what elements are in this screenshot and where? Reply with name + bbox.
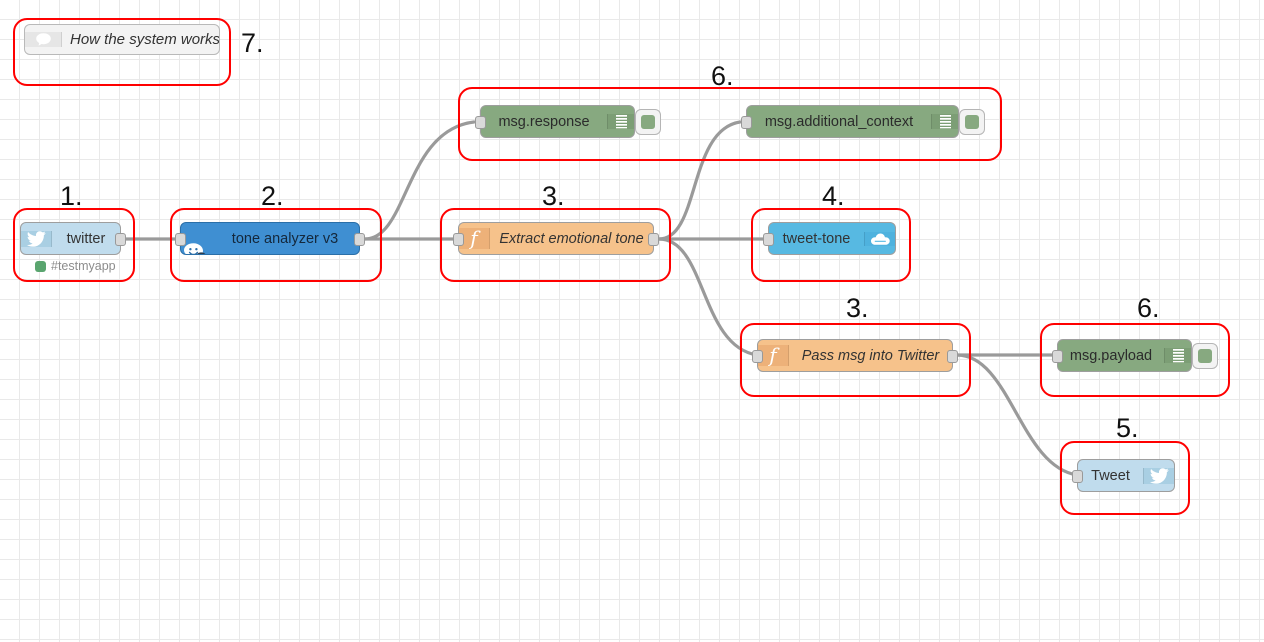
msg-additional-context-debug-input-port[interactable]	[741, 115, 752, 129]
annotation-box-debug-group	[458, 87, 1002, 161]
debug-icon	[607, 114, 634, 129]
msg-payload-debug-label: msg.payload	[1069, 347, 1153, 364]
cloud-icon	[864, 231, 895, 246]
tone-analyzer-node-label: tone analyzer v3	[231, 230, 339, 247]
msg-payload-debug-input-port[interactable]	[1052, 349, 1063, 363]
msg-additional-context-debug-node[interactable]: msg.additional_context	[741, 105, 985, 138]
twitter-in-output-port[interactable]	[115, 232, 126, 246]
annotation-number-6-group: 6.	[711, 61, 734, 91]
twitter-in-node[interactable]: twitter #testmyapp	[20, 222, 126, 273]
function-icon: f	[758, 345, 789, 366]
tone-analyzer-node[interactable]: tone analyzer v3	[175, 222, 365, 255]
pass-msg-into-twitter-node[interactable]: f Pass msg into Twitter	[752, 339, 958, 372]
annotation-number-7: 7.	[241, 28, 264, 58]
svg-text:f: f	[767, 345, 780, 366]
msg-response-debug-label: msg.response	[498, 113, 590, 130]
annotation-number-4: 4.	[822, 181, 845, 211]
twitter-in-status: #testmyapp	[35, 259, 116, 273]
debug-icon	[931, 114, 958, 129]
annotation-box-tweet-tone	[751, 208, 911, 282]
annotation-number-3a: 3.	[542, 181, 565, 211]
annotation-box-pass-msg	[740, 323, 971, 397]
annotation-box-twitter-in	[13, 208, 135, 282]
pass-msg-output-port[interactable]	[947, 349, 958, 363]
twitter-bird-icon	[1143, 467, 1174, 484]
status-dot	[35, 260, 46, 272]
msg-additional-context-debug-label: msg.additional_context	[764, 113, 914, 130]
tweet-out-node[interactable]: Tweet	[1072, 459, 1175, 492]
extract-emotional-tone-node[interactable]: f Extract emotional tone	[453, 222, 659, 255]
tone-analyzer-output-port[interactable]	[354, 232, 365, 246]
tweet-tone-node[interactable]: tweet-tone	[763, 222, 896, 255]
debug-toggle-indicator	[1198, 348, 1212, 363]
comment-bubble-icon	[25, 32, 62, 47]
twitter-in-status-text: #testmyapp	[51, 259, 116, 273]
comment-node-label: How the system works	[70, 31, 219, 48]
annotation-box-tone-analyzer	[170, 208, 382, 282]
msg-response-debug-input-port[interactable]	[475, 115, 486, 129]
function-icon: f	[459, 228, 490, 249]
msg-response-debug-node[interactable]: msg.response	[475, 105, 661, 138]
tone-analyzer-input-port[interactable]	[175, 232, 186, 246]
debug-toggle-button[interactable]	[959, 108, 985, 135]
pass-msg-into-twitter-label: Pass msg into Twitter	[801, 347, 940, 364]
annotation-box-comment	[13, 18, 231, 86]
tweet-tone-input-port[interactable]	[763, 232, 774, 246]
annotation-number-3b: 3.	[846, 293, 869, 323]
debug-toggle-indicator	[641, 114, 655, 129]
extract-emotional-tone-input-port[interactable]	[453, 232, 464, 246]
debug-toggle-indicator	[965, 114, 979, 129]
annotation-number-2: 2.	[261, 181, 284, 211]
twitter-bird-icon	[21, 230, 52, 247]
annotation-number-1: 1.	[60, 181, 83, 211]
tweet-out-node-label: Tweet	[1091, 467, 1130, 484]
debug-icon	[1164, 348, 1191, 363]
annotation-box-tweet-out	[1060, 441, 1190, 515]
tweet-tone-node-label: tweet-tone	[782, 230, 851, 247]
pass-msg-input-port[interactable]	[752, 349, 763, 363]
msg-payload-debug-node[interactable]: msg.payload	[1052, 339, 1218, 372]
svg-text:f: f	[468, 228, 481, 249]
debug-toggle-button[interactable]	[1192, 342, 1218, 369]
extract-emotional-tone-output-port[interactable]	[648, 232, 659, 246]
debug-toggle-button[interactable]	[635, 108, 661, 135]
tweet-out-input-port[interactable]	[1072, 469, 1083, 483]
annotation-number-5: 5.	[1116, 413, 1139, 443]
annotation-box-msg-payload	[1040, 323, 1230, 397]
comment-node[interactable]: How the system works	[24, 24, 220, 55]
annotation-number-6-payload: 6.	[1137, 293, 1160, 323]
extract-emotional-tone-label: Extract emotional tone	[499, 230, 644, 247]
annotation-box-extract-tone	[440, 208, 671, 282]
twitter-in-node-label: twitter	[66, 230, 106, 247]
